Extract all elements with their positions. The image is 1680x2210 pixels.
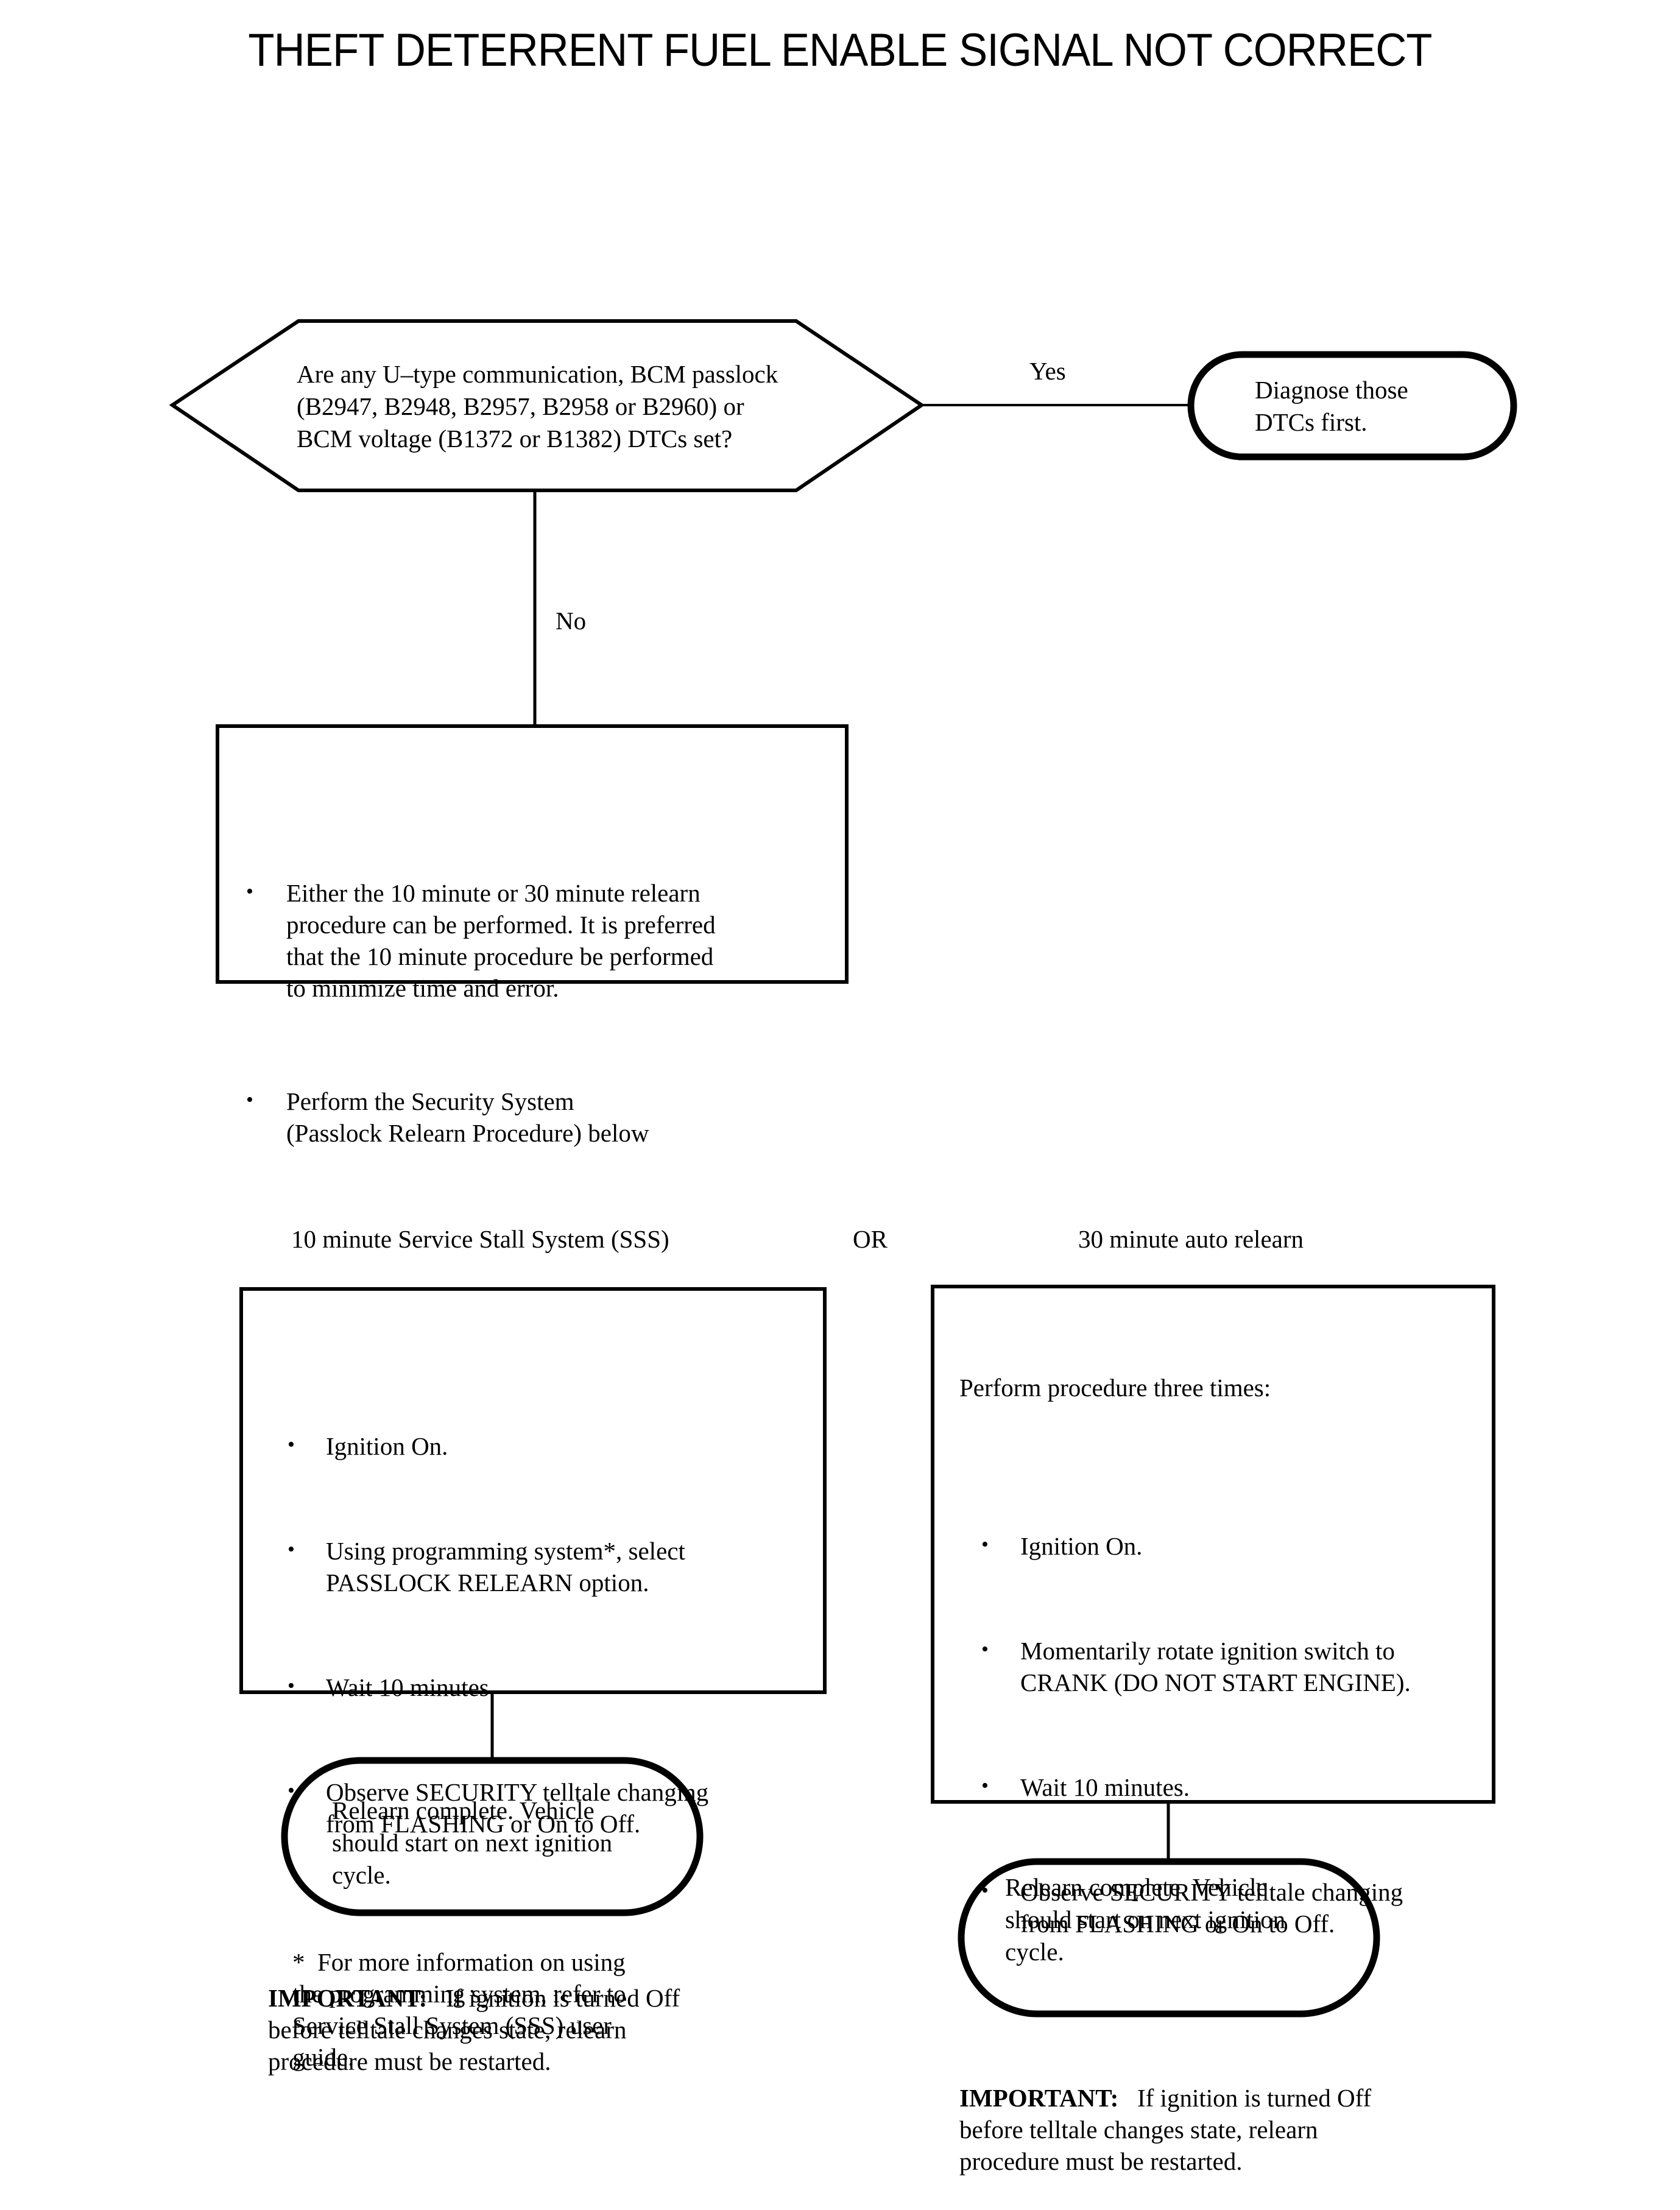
important-note-10min: IMPORTANT: If ignition is turned Off bef… (268, 1982, 804, 2077)
page-title: THEFT DETERRENT FUEL ENABLE SIGNAL NOT C… (248, 24, 1432, 76)
column-header-right: 30 minute auto relearn (1078, 1225, 1304, 1253)
procedure-30min-text: Perform procedure three times: Ignition … (959, 1308, 1495, 2210)
list-item: Observe SECURITY telltale changing from … (268, 1775, 804, 1840)
list-item: Ignition On. (268, 1429, 804, 1462)
procedure-10min-box-shape[interactable] (239, 1287, 827, 1694)
edge-label-yes: Yes (1029, 357, 1066, 385)
edge-label-no: No (556, 607, 587, 635)
list-item: Ignition On. (959, 1529, 1495, 1562)
important-note-30min: IMPORTANT: If ignition is turned Off bef… (959, 2082, 1495, 2177)
column-header-separator: OR (853, 1225, 888, 1253)
list-item: Momentarily rotate ignition switch to CR… (959, 1634, 1495, 1698)
list-item: Either the 10 minute or 30 minute relear… (239, 876, 781, 1004)
procedure-30min-bullet-list-primary: Ignition On. Momentarily rotate ignition… (959, 1467, 1495, 2003)
decision-text: Are any U–type communication, BCM passlo… (297, 360, 778, 453)
procedure-10min-bullet-list-secondary: Ignition Off. (268, 2156, 804, 2210)
procedure-10min-bullet-list-primary: Ignition On. Using programming system*, … (268, 1367, 804, 1903)
procedure-30min-lead-in: Perform procedure three times: (959, 1374, 1271, 1402)
list-item: Wait 10 minutes. (959, 1770, 1495, 1803)
list-item: Using programming system*, select PASSLO… (268, 1534, 804, 1598)
important-spacer (1118, 2084, 1137, 2112)
important-text: If ignition is turned Off before telltal… (268, 1984, 680, 2075)
important-label: IMPORTANT: (268, 1984, 428, 2012)
list-item: Observe SECURITY telltale changing from … (959, 1875, 1495, 1940)
no-branch-bullet-list: Either the 10 minute or 30 minute relear… (239, 814, 781, 1212)
important-text: If ignition is turned Off before telltal… (959, 2084, 1372, 2175)
list-item: Wait 10 minutes. (268, 1670, 804, 1703)
terminator-right-text: Relearn complete. Vehicle should start o… (1005, 1873, 1286, 1966)
column-header-left: 10 minute Service Stall System (SSS) (291, 1225, 669, 1253)
diagnose-terminator-text: Diagnose those DTCs first. (1255, 376, 1408, 436)
important-label: IMPORTANT: (959, 2084, 1119, 2112)
no-branch-box-text: Either the 10 minute or 30 minute relear… (239, 750, 781, 1276)
procedure-10min-text: Ignition On. Using programming system*, … (268, 1304, 804, 2210)
footnote-text: * For more information on using the prog… (292, 1948, 626, 2071)
terminator-left-text: Relearn complete. Vehicle should start o… (332, 1796, 613, 1889)
list-item: Perform the Security System (Passlock Re… (239, 1084, 781, 1149)
diagnose-terminator-shape[interactable] (1187, 351, 1517, 461)
